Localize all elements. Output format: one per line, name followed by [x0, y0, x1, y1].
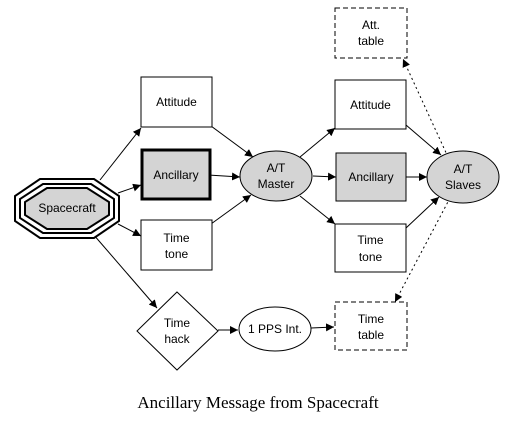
label-ancillary-output: Ancillary — [348, 170, 393, 184]
label-attitude-input: Attitude — [156, 95, 197, 109]
label-at-master-line2: Master — [258, 177, 295, 191]
edge-ancillary-master — [207, 172, 241, 181]
label-at-slaves-line2: Slaves — [445, 178, 481, 192]
label-timetone-input-line1: Time — [163, 231, 190, 245]
figure-caption: Ancillary Message from Spacecraft — [137, 393, 379, 412]
node-ancillary-output: Ancillary — [335, 152, 407, 202]
label-attitude-output: Attitude — [350, 98, 391, 112]
label-at-slaves-line1: A/T — [454, 162, 473, 176]
node-att-table: Att. table — [334, 7, 408, 59]
node-pps-int: 1 PPS Int. — [238, 306, 312, 352]
label-time-table-line2: table — [358, 328, 384, 342]
label-spacecraft: Spacecraft — [38, 201, 96, 215]
edge-master-ancillary — [312, 172, 337, 181]
label-timetone-input-line2: tone — [165, 247, 189, 261]
diagram-canvas: Spacecraft Attitude Ancillary Time tone … — [14, 7, 500, 371]
label-at-master-line1: A/T — [267, 161, 286, 175]
node-time-hack: Time hack — [136, 291, 219, 371]
edge-timetone-master — [210, 194, 252, 225]
label-att-table-line1: Att. — [362, 18, 380, 32]
label-time-table-line1: Time — [358, 312, 385, 326]
label-timetone-output-line2: tone — [359, 250, 383, 264]
node-attitude-output: Attitude — [334, 79, 407, 130]
edge-timetone-slaves — [405, 196, 440, 229]
label-pps-int: 1 PPS Int. — [248, 322, 302, 336]
label-att-table-line2: table — [358, 34, 384, 48]
label-time-hack-line1: Time — [164, 316, 191, 330]
node-attitude-input: Attitude — [140, 76, 213, 128]
edge-attitude-slaves — [405, 124, 442, 156]
node-timetone-output: Time tone — [334, 223, 407, 273]
edges — [92, 58, 451, 334]
node-ancillary-input: Ancillary — [140, 148, 212, 201]
edge-pps-timetable — [310, 323, 335, 332]
edge-spacecraft-ancillary — [117, 183, 142, 194]
node-spacecraft: Spacecraft — [14, 178, 120, 239]
edge-spacecraft-timehack — [92, 233, 158, 309]
label-time-hack-line2: hack — [164, 332, 190, 346]
edge-master-attitude — [299, 127, 336, 158]
edge-master-timetone — [299, 195, 336, 225]
edge-spacecraft-timetone — [117, 223, 142, 237]
edge-attitude-master — [210, 125, 254, 158]
node-timetone-input: Time tone — [140, 219, 213, 271]
label-ancillary-input: Ancillary — [153, 168, 198, 182]
edge-spacecraft-attitude — [99, 127, 142, 181]
node-time-table: Time table — [334, 301, 408, 351]
node-at-slaves: A/T Slaves — [426, 150, 500, 204]
node-at-master: A/T Master — [239, 150, 313, 202]
label-timetone-output-line1: Time — [357, 233, 384, 247]
